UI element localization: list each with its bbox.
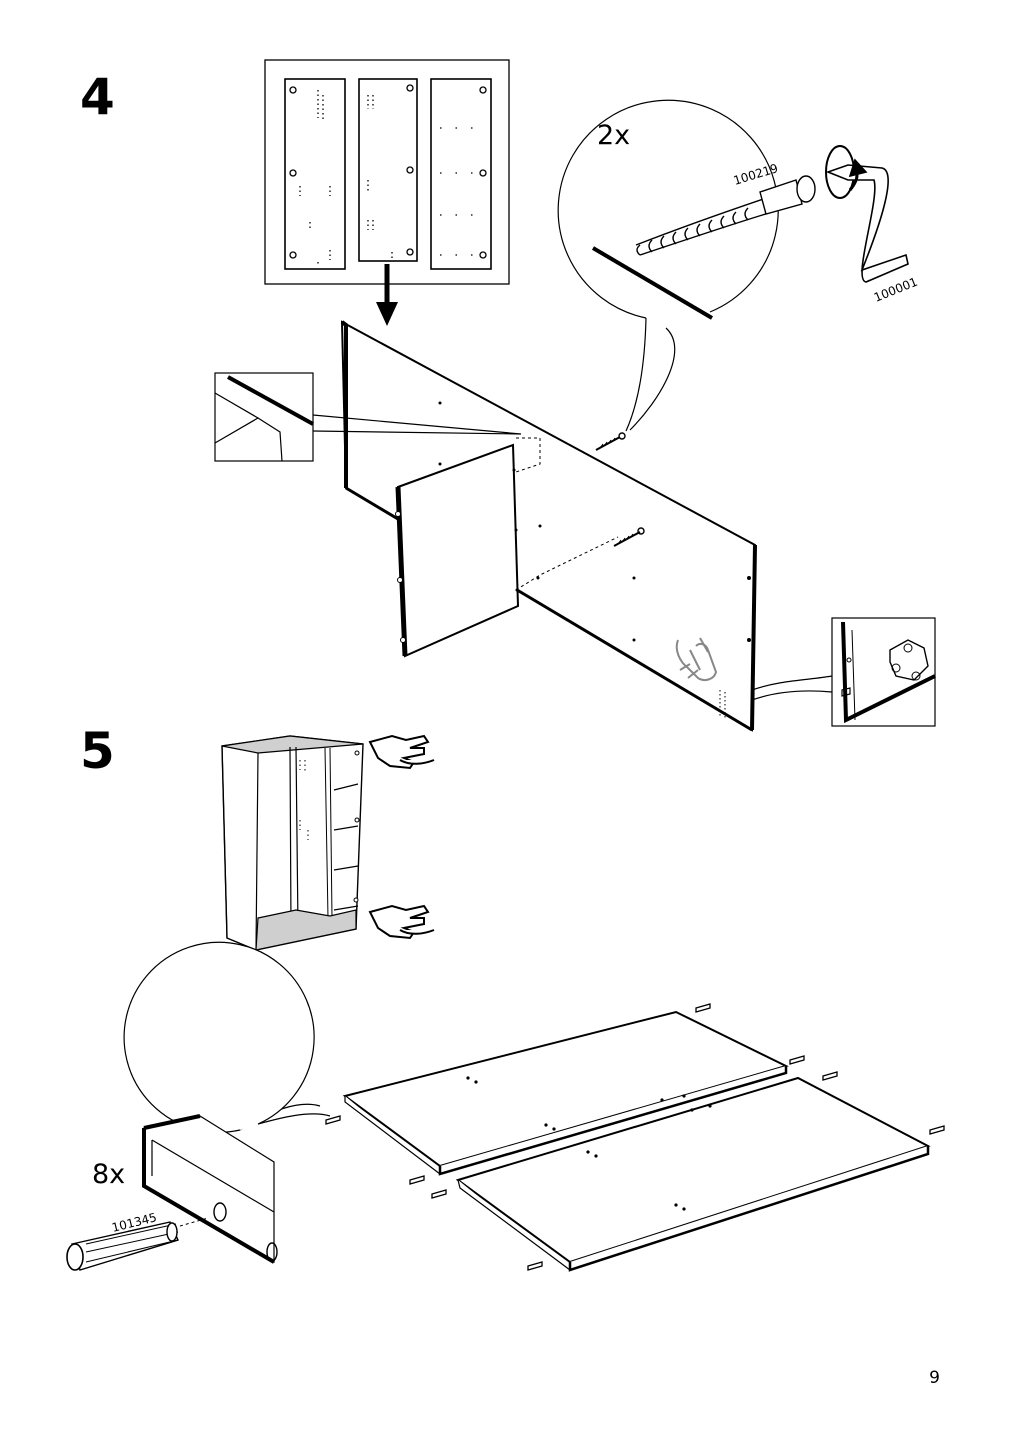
hand-press-icon xyxy=(675,637,718,681)
screw-detail-callout xyxy=(557,99,909,432)
side-panel xyxy=(395,443,520,658)
hinge-detail-inset xyxy=(751,617,936,727)
screw-upper xyxy=(595,432,626,451)
down-arrow-icon xyxy=(376,264,398,326)
screw-100219 xyxy=(635,175,816,256)
step-5-number: 5 xyxy=(80,722,115,780)
dowel-detail-callout xyxy=(66,941,331,1271)
shelf-upper xyxy=(342,1010,789,1176)
edge-detail-inset xyxy=(214,372,522,462)
panel-left xyxy=(284,78,346,270)
panel-hole-pattern-box xyxy=(264,59,510,285)
callout-quantity-2x: 2x xyxy=(597,120,630,151)
dowels xyxy=(325,1003,945,1271)
screw-lower xyxy=(613,527,645,547)
hand-point-icon-lower xyxy=(368,904,435,940)
shelf-lower xyxy=(455,1076,931,1272)
dowel-101345 xyxy=(66,1217,209,1271)
panel-right xyxy=(430,78,492,270)
panel-middle xyxy=(358,78,418,262)
step-4-number: 4 xyxy=(80,68,115,126)
tool-id-100001: 100001 xyxy=(872,275,920,305)
callout-quantity-8x: 8x xyxy=(92,1159,125,1190)
wardrobe-carcass xyxy=(221,735,364,951)
hand-point-icon-upper xyxy=(368,734,435,770)
page-number: 9 xyxy=(929,1368,940,1388)
allen-key-100001 xyxy=(825,145,909,283)
